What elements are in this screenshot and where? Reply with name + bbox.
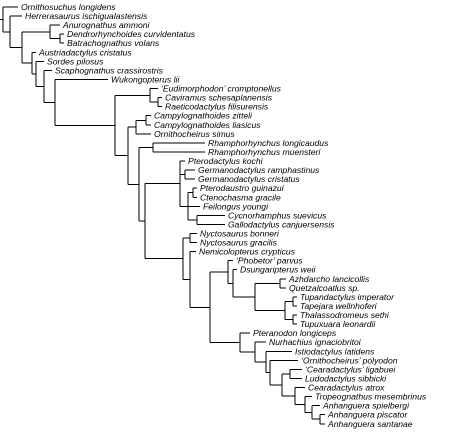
taxon-label: ‘Ornithocheirus’ polyodon [301, 355, 398, 365]
taxon-label: Nyctosaurus gracilis [200, 238, 278, 248]
taxon-label: Tropeognathus mesembrinus [315, 392, 427, 402]
taxon-label: Nurhachius ignaciobritoi [269, 337, 362, 347]
taxon-label: Wukongopterus lii [111, 74, 180, 84]
taxon-label: Ctenochasma gracile [200, 192, 281, 202]
taxon-label: Nemicolopterus crypticus [199, 247, 296, 257]
taxon-label: Campylognathoides liasicus [154, 120, 261, 130]
taxon-label: Pterodactylus kochi [188, 156, 264, 166]
taxon-label: Azhdarcho lancicollis [288, 274, 370, 284]
taxon-label: Cearadactylus atrox [308, 383, 385, 393]
taxon-label: Thalassodromeus sethi [300, 310, 390, 320]
taxon-label: Dsungaripterus weii [240, 265, 317, 275]
taxon-label: ‘Eudimorphodon’ cromptonellus [161, 84, 282, 94]
taxon-label: Anhanguera santanae [327, 419, 413, 429]
taxon-label: Rhamphorhynchus longicaudus [208, 138, 329, 148]
taxon-label: Germanodactylus ramphastinus [198, 165, 320, 175]
taxon-label: Anhanguera piscator [327, 410, 408, 420]
taxon-label: Quetzalcoatlus sp. [289, 283, 360, 293]
taxon-label: Ornithocheirus simus [154, 129, 235, 139]
taxon-label: ‘Cearadactylus’ ligabuei [305, 364, 396, 374]
taxon-label: Istiodactylus latidens [295, 346, 375, 356]
taxon-label: Pterodaustro guinazui [200, 183, 285, 193]
taxon-label: Tupandactylus imperator [300, 292, 395, 302]
taxon-label: Tupuxuara leonardii [300, 319, 376, 329]
taxon-label: Scaphognathus crassirostris [55, 65, 164, 75]
taxon-label: Gallodactylus canjuersensis [228, 219, 335, 229]
taxon-label: Cycnorhamphus suevicus [228, 210, 327, 220]
taxon-label: Tapejara wellnhoferi [300, 301, 378, 311]
taxon-label: Nyctosaurus bonneri [200, 229, 280, 239]
taxon-label: Germanodactylus cristatus [198, 174, 300, 184]
taxon-label: Ornithosuchus longidens [21, 2, 116, 12]
taxon-label: Ludodactylus sibbicki [305, 373, 387, 383]
taxon-label: Caviramus schesaplanensis [165, 93, 273, 103]
cladogram-branches [0, 6, 325, 425]
taxon-label: Pteranodon longiceps [253, 328, 337, 338]
taxon-label: Anurognathus ammoni [62, 20, 151, 30]
taxon-label: Campylognathoides zitteli [154, 111, 253, 121]
taxon-label: ‘Phobetor’ parvus [236, 256, 303, 266]
taxon-label: Feilongus youngi [203, 201, 269, 211]
taxon-label: Austriadactylus cristatus [38, 47, 132, 57]
taxon-label: Dendrorhynchoides curvidentatus [67, 29, 196, 39]
taxon-label: Anhanguera spielbergi [322, 401, 410, 411]
taxon-label: Raeticodactylus filisurensis [165, 102, 269, 112]
taxon-label: Rhamphorhynchus muensteri [208, 147, 321, 157]
taxon-label: Herrerasaurus ischigualastensis [25, 11, 148, 21]
taxon-label: Batrachognathus volans [67, 38, 160, 48]
taxon-label: Sordes pilosus [47, 56, 104, 66]
